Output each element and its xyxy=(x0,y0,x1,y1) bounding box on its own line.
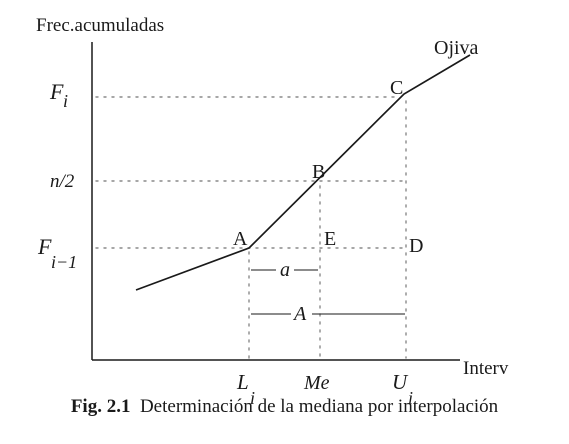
curve-label-ojiva: Ojiva xyxy=(434,37,479,59)
x-tick-Ui-subscript: i xyxy=(408,388,413,408)
figure-caption: Fig. 2.1 Determinación de la mediana por… xyxy=(0,396,569,418)
x-tick-Me: Me xyxy=(303,372,330,394)
point-label-D: D xyxy=(409,235,423,257)
point-label-B: B xyxy=(312,161,325,183)
y-tick-Fi-subscript: i xyxy=(63,91,68,111)
x-tick-Li-letter: L xyxy=(236,370,249,394)
segment-label-A: A xyxy=(292,303,307,325)
y-tick-Fi-1-letter: F xyxy=(37,234,52,259)
y-axis-title: Frec.acumuladas xyxy=(36,15,164,36)
figure-number: Fig. 2.1 xyxy=(70,396,131,417)
y-tick-Fi-letter: F xyxy=(49,79,64,104)
segment-label-a: a xyxy=(280,259,290,281)
point-label-C: C xyxy=(390,77,403,99)
y-tick-n-half: n/2 xyxy=(50,171,75,192)
point-label-E: E xyxy=(324,228,336,250)
x-tick-Ui-letter: U xyxy=(392,370,409,394)
y-tick-Fi-1-subscript: i−1 xyxy=(51,252,77,272)
point-label-A: A xyxy=(233,228,248,250)
figure-caption-text: Determinación de la mediana por interpol… xyxy=(139,396,499,417)
x-tick-Li-subscript: i xyxy=(250,388,255,408)
x-axis-title: Interv xyxy=(463,358,509,379)
ogive-curve xyxy=(135,54,471,291)
